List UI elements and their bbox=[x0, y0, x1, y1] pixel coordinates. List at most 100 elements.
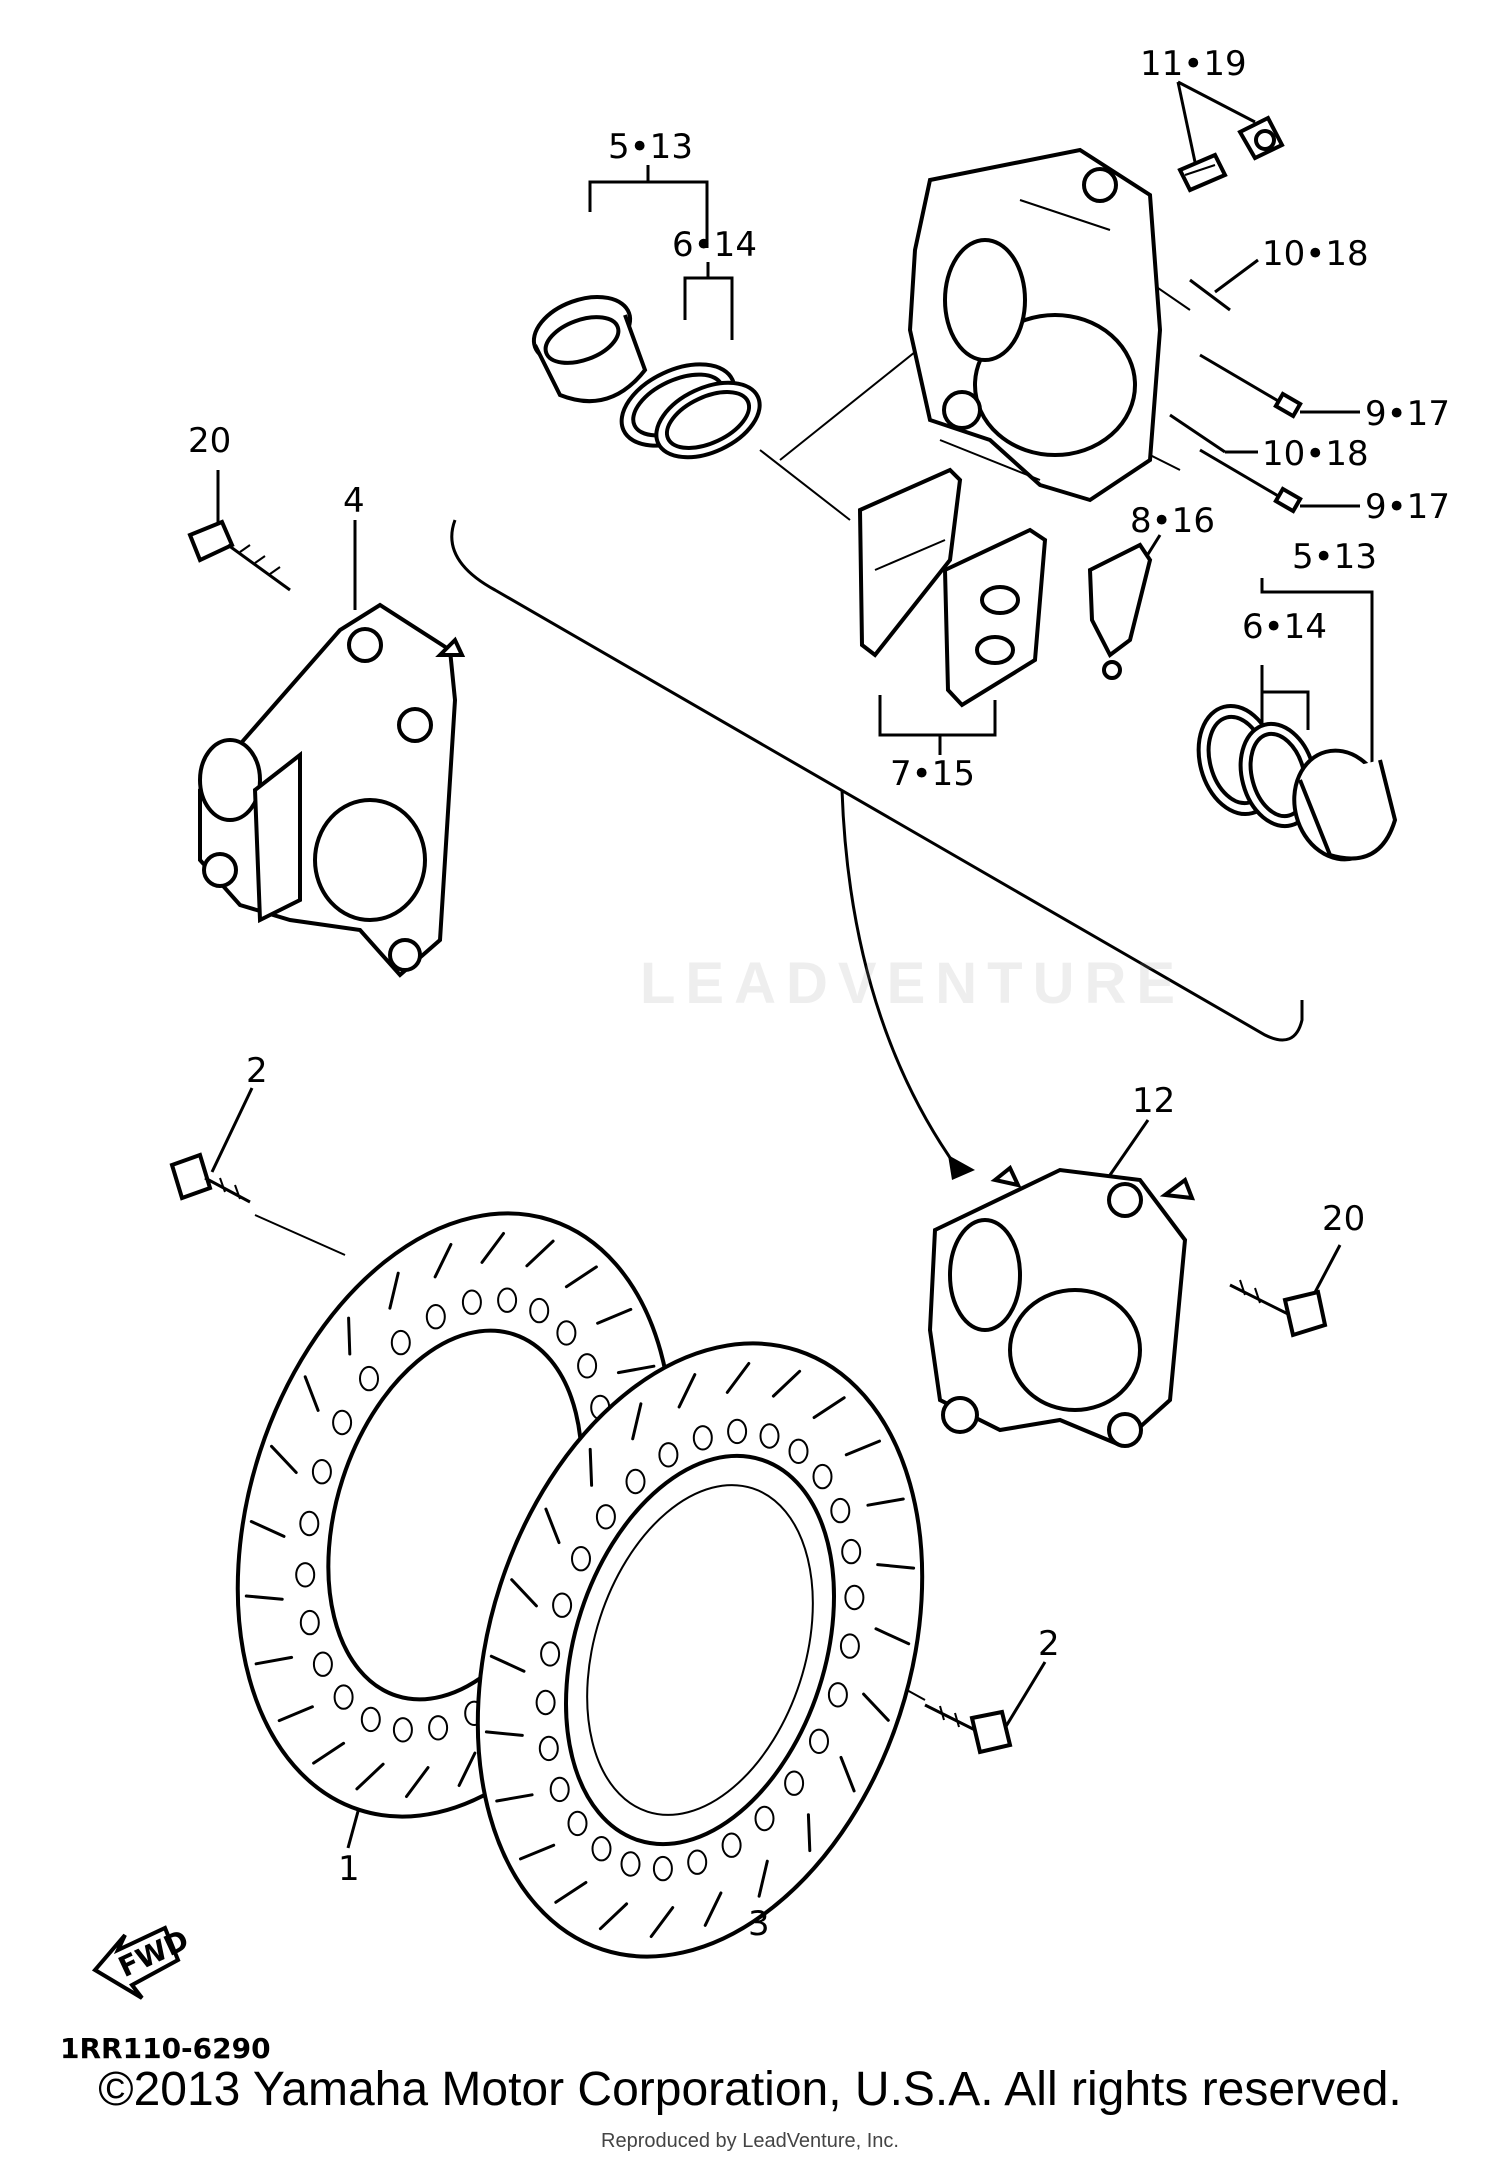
disc-hole bbox=[538, 1735, 559, 1762]
disc-hole bbox=[312, 1651, 333, 1677]
caliper-pins-and-bolts bbox=[1169, 278, 1303, 514]
disc-hole bbox=[571, 1546, 591, 1572]
disc-hole bbox=[556, 1320, 577, 1346]
disc-hole bbox=[652, 1855, 673, 1882]
disc-slot bbox=[677, 1373, 697, 1409]
disc-hole bbox=[549, 1776, 570, 1803]
callout-10-18-a: 10•18 bbox=[1262, 234, 1369, 274]
disc-slot bbox=[876, 1563, 916, 1570]
left-mount-bolt bbox=[187, 519, 291, 592]
disc-slot bbox=[405, 1766, 430, 1798]
callout-20-left: 20 bbox=[188, 421, 231, 461]
disc-hole bbox=[809, 1728, 829, 1755]
disc-hole bbox=[299, 1609, 320, 1636]
disc-hole bbox=[425, 1304, 446, 1330]
callout-8-16: 8•16 bbox=[1130, 501, 1215, 541]
disc-bolt-top bbox=[169, 1152, 251, 1204]
brake-disc-3 bbox=[475, 1341, 925, 1959]
disc-slot bbox=[244, 1594, 284, 1601]
disc-slot bbox=[844, 1439, 881, 1457]
disc-slot bbox=[480, 1232, 505, 1264]
callout-5-13-top: 5•13 bbox=[608, 127, 693, 167]
left-caliper bbox=[198, 602, 466, 978]
disc-hole bbox=[841, 1538, 862, 1565]
disc-hole bbox=[754, 1805, 775, 1832]
disc-hole bbox=[529, 1297, 550, 1324]
disc-slot bbox=[649, 1906, 675, 1938]
disc-slot bbox=[544, 1507, 561, 1545]
disc-slot bbox=[703, 1891, 723, 1927]
piston-top bbox=[531, 295, 648, 404]
disc-hole bbox=[392, 1717, 413, 1743]
disc-slot bbox=[812, 1396, 846, 1419]
callout-10-18-b: 10•18 bbox=[1262, 434, 1369, 474]
disc-slot bbox=[510, 1578, 538, 1608]
disc-hole bbox=[567, 1810, 588, 1837]
disc-slot bbox=[757, 1859, 769, 1898]
callout-3: 3 bbox=[748, 1904, 770, 1944]
disc-hole bbox=[788, 1438, 809, 1465]
disc-hole bbox=[625, 1468, 646, 1495]
disc-slot bbox=[616, 1364, 656, 1375]
disc-hole bbox=[844, 1584, 865, 1611]
disc-slot bbox=[254, 1655, 294, 1666]
callout-7-15: 7•15 bbox=[890, 754, 975, 794]
brake-pad-rear bbox=[942, 527, 1048, 708]
disc-slot bbox=[457, 1751, 477, 1787]
disc-hole bbox=[839, 1633, 860, 1659]
callout-6-14-top: 6•14 bbox=[672, 225, 757, 265]
disc-hole bbox=[299, 1510, 320, 1537]
callout-20-right: 20 bbox=[1322, 1199, 1365, 1239]
disc-slot bbox=[866, 1497, 905, 1507]
callout-6-14-right: 6•14 bbox=[1242, 607, 1327, 647]
disc-hole bbox=[333, 1684, 354, 1710]
forward-direction-arrow: FWD bbox=[91, 1923, 194, 2000]
disc-hole bbox=[658, 1442, 679, 1468]
disc-hole bbox=[390, 1329, 411, 1356]
pad-spring bbox=[1087, 542, 1153, 680]
disc-slot bbox=[303, 1375, 320, 1412]
disc-hole bbox=[759, 1423, 780, 1449]
disc-slot bbox=[839, 1755, 856, 1793]
disc-bolt-bottom bbox=[924, 1703, 1013, 1755]
disc-slot bbox=[484, 1730, 524, 1737]
right-caliper bbox=[927, 1164, 1196, 1448]
callout-11-19: 11•19 bbox=[1140, 44, 1247, 84]
disc-slot bbox=[554, 1881, 588, 1904]
disc-hole bbox=[359, 1365, 379, 1392]
disc-slot bbox=[771, 1369, 802, 1398]
callout-4: 4 bbox=[343, 481, 365, 521]
assembly-enclosure-line bbox=[450, 519, 1304, 1042]
disc-slot bbox=[862, 1692, 890, 1722]
disc-hole bbox=[812, 1463, 833, 1490]
disc-hole bbox=[295, 1562, 316, 1588]
disc-slot bbox=[519, 1843, 556, 1861]
diagram-code: 1RR110-6290 bbox=[60, 2032, 271, 2065]
disc-slot bbox=[270, 1444, 298, 1474]
bleed-screw bbox=[1177, 152, 1228, 193]
disc-slot bbox=[725, 1362, 751, 1394]
disc-slot bbox=[631, 1402, 643, 1441]
callout-12: 12 bbox=[1132, 1081, 1175, 1121]
piston-right bbox=[1292, 748, 1398, 862]
disc-hole bbox=[461, 1289, 482, 1315]
callout-2-top: 2 bbox=[246, 1051, 268, 1091]
disc-hole bbox=[360, 1706, 381, 1733]
callout-2-bottom: 2 bbox=[1038, 1624, 1060, 1664]
callout-labels: 11•19 5•13 6•14 10•18 9•17 10•18 9•17 8•… bbox=[188, 44, 1450, 1944]
disc-hole bbox=[428, 1715, 449, 1741]
disc-slot bbox=[433, 1243, 453, 1279]
disc-hole bbox=[827, 1682, 848, 1708]
disc-hole bbox=[577, 1353, 598, 1379]
brake-pad-front bbox=[857, 467, 963, 658]
disc-hole bbox=[620, 1851, 641, 1877]
disc-slot bbox=[598, 1902, 629, 1931]
disc-slot bbox=[874, 1627, 911, 1646]
callout-1: 1 bbox=[338, 1849, 360, 1889]
assembly-arrow-line bbox=[840, 789, 962, 1173]
disc-slot bbox=[489, 1654, 526, 1673]
disc-slot bbox=[312, 1741, 346, 1765]
callout-9-17-a: 9•17 bbox=[1365, 394, 1450, 434]
disc-hole bbox=[540, 1641, 561, 1667]
